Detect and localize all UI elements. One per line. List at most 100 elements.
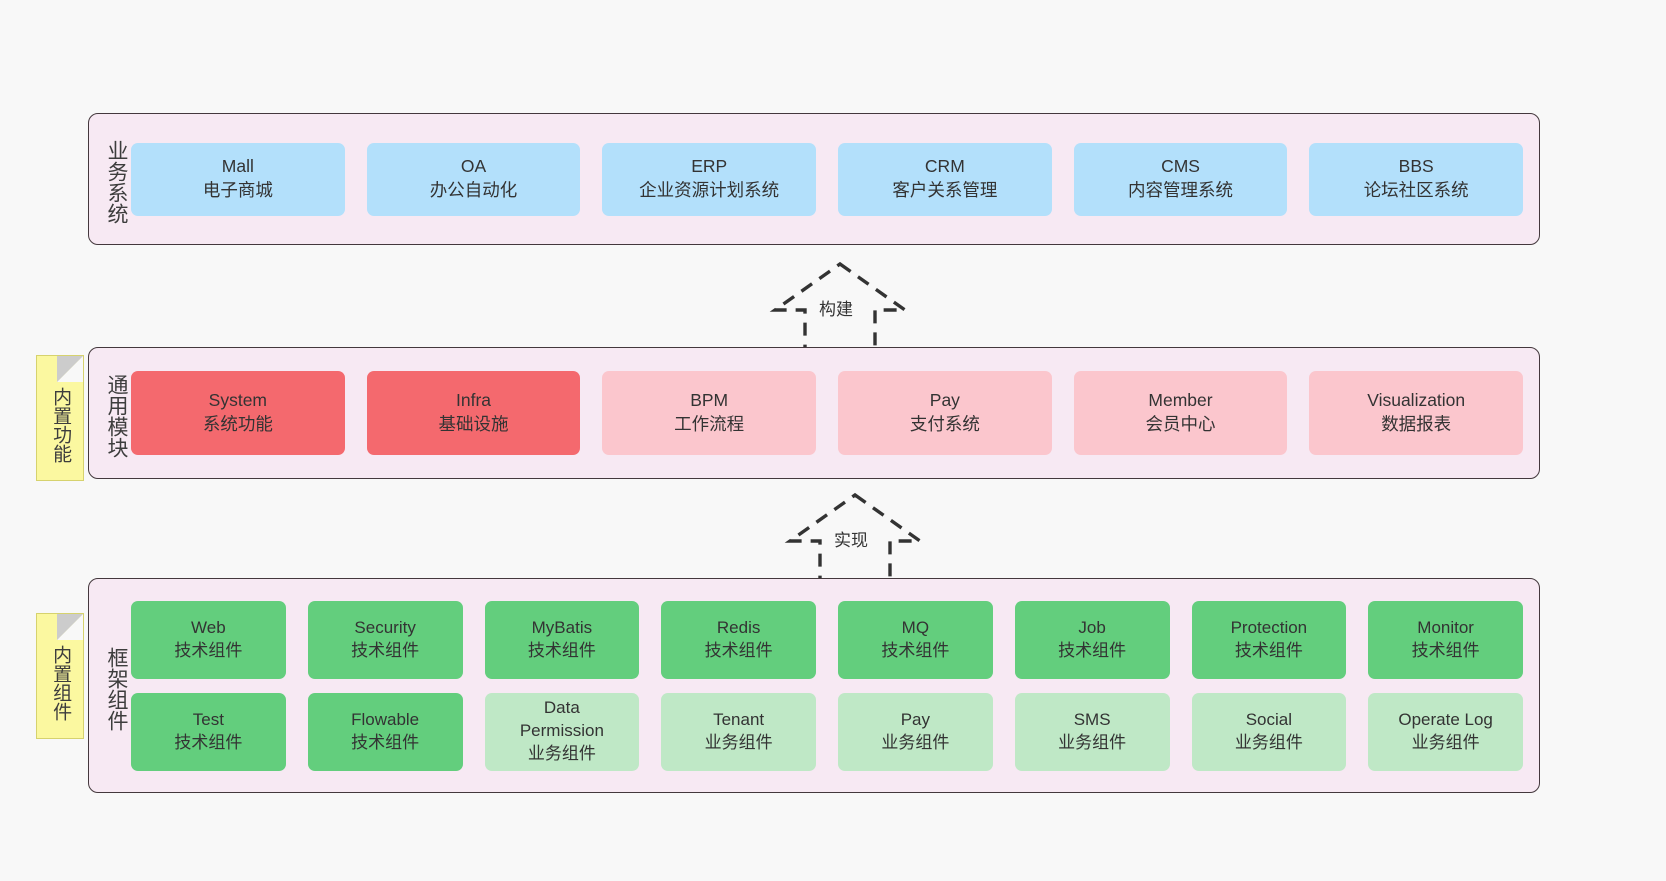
node-web[interactable]: Web 技术组件 (131, 600, 286, 679)
node-gap (816, 601, 838, 679)
node-system[interactable]: System 系统功能 (131, 371, 345, 455)
node-mall[interactable]: Mall 电子商城 (131, 142, 345, 216)
node-gap (816, 143, 838, 216)
node-subtitle: 业务组件 (1058, 732, 1127, 752)
node-title: Redis (716, 617, 761, 637)
node-member[interactable]: Member 会员中心 (1073, 371, 1288, 455)
node-subtitle: 技术组件 (527, 640, 596, 660)
node-title: Data (543, 698, 580, 718)
node-test[interactable]: Test 技术组件 (131, 692, 286, 771)
node-subtitle: 电子商城 (202, 180, 273, 200)
node-subtitle: 技术组件 (704, 640, 773, 660)
node-gap (1052, 371, 1074, 455)
node-subtitle: 内容管理系统 (1128, 180, 1234, 200)
node-subtitle: 业务组件 (1411, 732, 1480, 752)
note-builtin-features-label: 内置功能 (50, 387, 72, 463)
node-title: Tenant (713, 709, 765, 729)
node-oa[interactable]: OA 办公自动化 (366, 142, 581, 216)
node-subtitle: 技术组件 (881, 640, 950, 660)
node-gap (816, 693, 838, 771)
node-title: System (208, 390, 268, 411)
node-title: CRM (924, 156, 965, 177)
layer-body-framework-components: Web 技术组件 Security 技术组件 MyBatis 技术组件 Redi… (127, 579, 1539, 792)
node-sms[interactable]: SMS 业务组件 (1014, 692, 1170, 771)
node-protection[interactable]: Protection 技术组件 (1191, 600, 1347, 679)
node-title: Visualization (1367, 390, 1466, 411)
node-flowable[interactable]: Flowable 技术组件 (307, 692, 463, 771)
node-gap (1346, 693, 1368, 771)
node-subtitle: 企业资源计划系统 (639, 180, 780, 200)
node-subtitle: 技术组件 (1234, 640, 1303, 660)
connector-build: 构建 (745, 258, 935, 358)
node-visualization[interactable]: Visualization 数据报表 (1309, 371, 1524, 455)
node-title: ERP (691, 156, 728, 177)
node-subtitle: 基础设施 (438, 414, 509, 434)
node-pay-business[interactable]: Pay 业务组件 (838, 692, 993, 771)
node-job[interactable]: Job 技术组件 (1014, 600, 1170, 679)
node-gap (463, 601, 485, 679)
node-gap (1287, 143, 1309, 216)
node-title: Social (1245, 709, 1293, 729)
node-title-cont: Permission (519, 721, 604, 741)
node-title: Security (354, 617, 416, 637)
node-gap (1287, 371, 1309, 455)
layer-body-business-systems: Mall 电子商城 OA 办公自动化 ERP 企业资源计划系统 CRM 客户关系… (127, 114, 1539, 244)
node-gap (993, 601, 1015, 679)
node-gap (639, 601, 661, 679)
node-data-permission[interactable]: Data Permission 业务组件 (484, 692, 640, 771)
note-builtin-components-label: 内置组件 (50, 645, 72, 721)
node-title: Test (192, 709, 224, 729)
node-subtitle: 业务组件 (704, 732, 773, 752)
node-subtitle: 技术组件 (174, 732, 243, 752)
node-subtitle: 技术组件 (1411, 640, 1480, 660)
node-security[interactable]: Security 技术组件 (307, 600, 463, 679)
node-crm[interactable]: CRM 客户关系管理 (838, 142, 1052, 216)
node-title: Mall (221, 156, 254, 177)
layer-body-common-modules: System 系统功能 Infra 基础设施 BPM 工作流程 Pay 支付系统 (127, 348, 1539, 478)
node-gap (463, 693, 485, 771)
node-title: Protection (1230, 617, 1308, 637)
layer-title-business-systems: 业务系统 (105, 140, 128, 224)
node-mq[interactable]: MQ 技术组件 (838, 600, 993, 679)
node-subtitle: 会员中心 (1145, 414, 1216, 434)
node-gap (286, 601, 308, 679)
node-social[interactable]: Social 业务组件 (1191, 692, 1347, 771)
note-builtin-components: 内置组件 (36, 613, 84, 739)
node-subtitle: 数据报表 (1381, 414, 1452, 434)
node-gap (1346, 601, 1368, 679)
node-infra[interactable]: Infra 基础设施 (366, 371, 581, 455)
node-title: Job (1078, 617, 1106, 637)
node-subtitle: 技术组件 (1058, 640, 1127, 660)
node-subtitle: 系统功能 (202, 414, 273, 434)
node-title: MyBatis (531, 617, 593, 637)
node-mybatis[interactable]: MyBatis 技术组件 (484, 600, 640, 679)
node-subtitle: 业务组件 (881, 732, 950, 752)
node-bpm[interactable]: BPM 工作流程 (602, 371, 817, 455)
node-gap (993, 693, 1015, 771)
node-row: System 系统功能 Infra 基础设施 BPM 工作流程 Pay 支付系统 (131, 371, 1524, 455)
node-pay[interactable]: Pay 支付系统 (838, 371, 1052, 455)
node-tenant[interactable]: Tenant 业务组件 (661, 692, 816, 771)
node-row: Mall 电子商城 OA 办公自动化 ERP 企业资源计划系统 CRM 客户关系… (131, 142, 1524, 216)
node-redis[interactable]: Redis 技术组件 (661, 600, 816, 679)
layer-framework-components: 框架组件 Web 技术组件 Security 技术组件 MyBatis 技术组件 (88, 578, 1540, 793)
node-monitor[interactable]: Monitor 技术组件 (1368, 600, 1523, 679)
node-gap (580, 143, 602, 216)
node-subtitle: 技术组件 (351, 732, 420, 752)
node-title: Pay (929, 390, 960, 411)
node-subtitle: 客户关系管理 (892, 180, 998, 200)
layer-common-modules: 通用模块 System 系统功能 Infra 基础设施 BPM 工作流程 (88, 347, 1540, 479)
connector-realize: 实现 (760, 489, 950, 589)
node-operate-log[interactable]: Operate Log 业务组件 (1368, 692, 1523, 771)
connector-build-label: 构建 (819, 300, 853, 319)
node-title: Infra (455, 390, 492, 411)
node-gap (580, 371, 602, 455)
node-cms[interactable]: CMS 内容管理系统 (1073, 142, 1288, 216)
note-builtin-features: 内置功能 (36, 355, 84, 481)
node-subtitle: 工作流程 (674, 414, 745, 434)
node-erp[interactable]: ERP 企业资源计划系统 (602, 142, 817, 216)
node-bbs[interactable]: BBS 论坛社区系统 (1309, 142, 1524, 216)
node-subtitle: 支付系统 (909, 414, 980, 434)
node-row: Test 技术组件 Flowable 技术组件 Data Permission … (131, 692, 1523, 771)
